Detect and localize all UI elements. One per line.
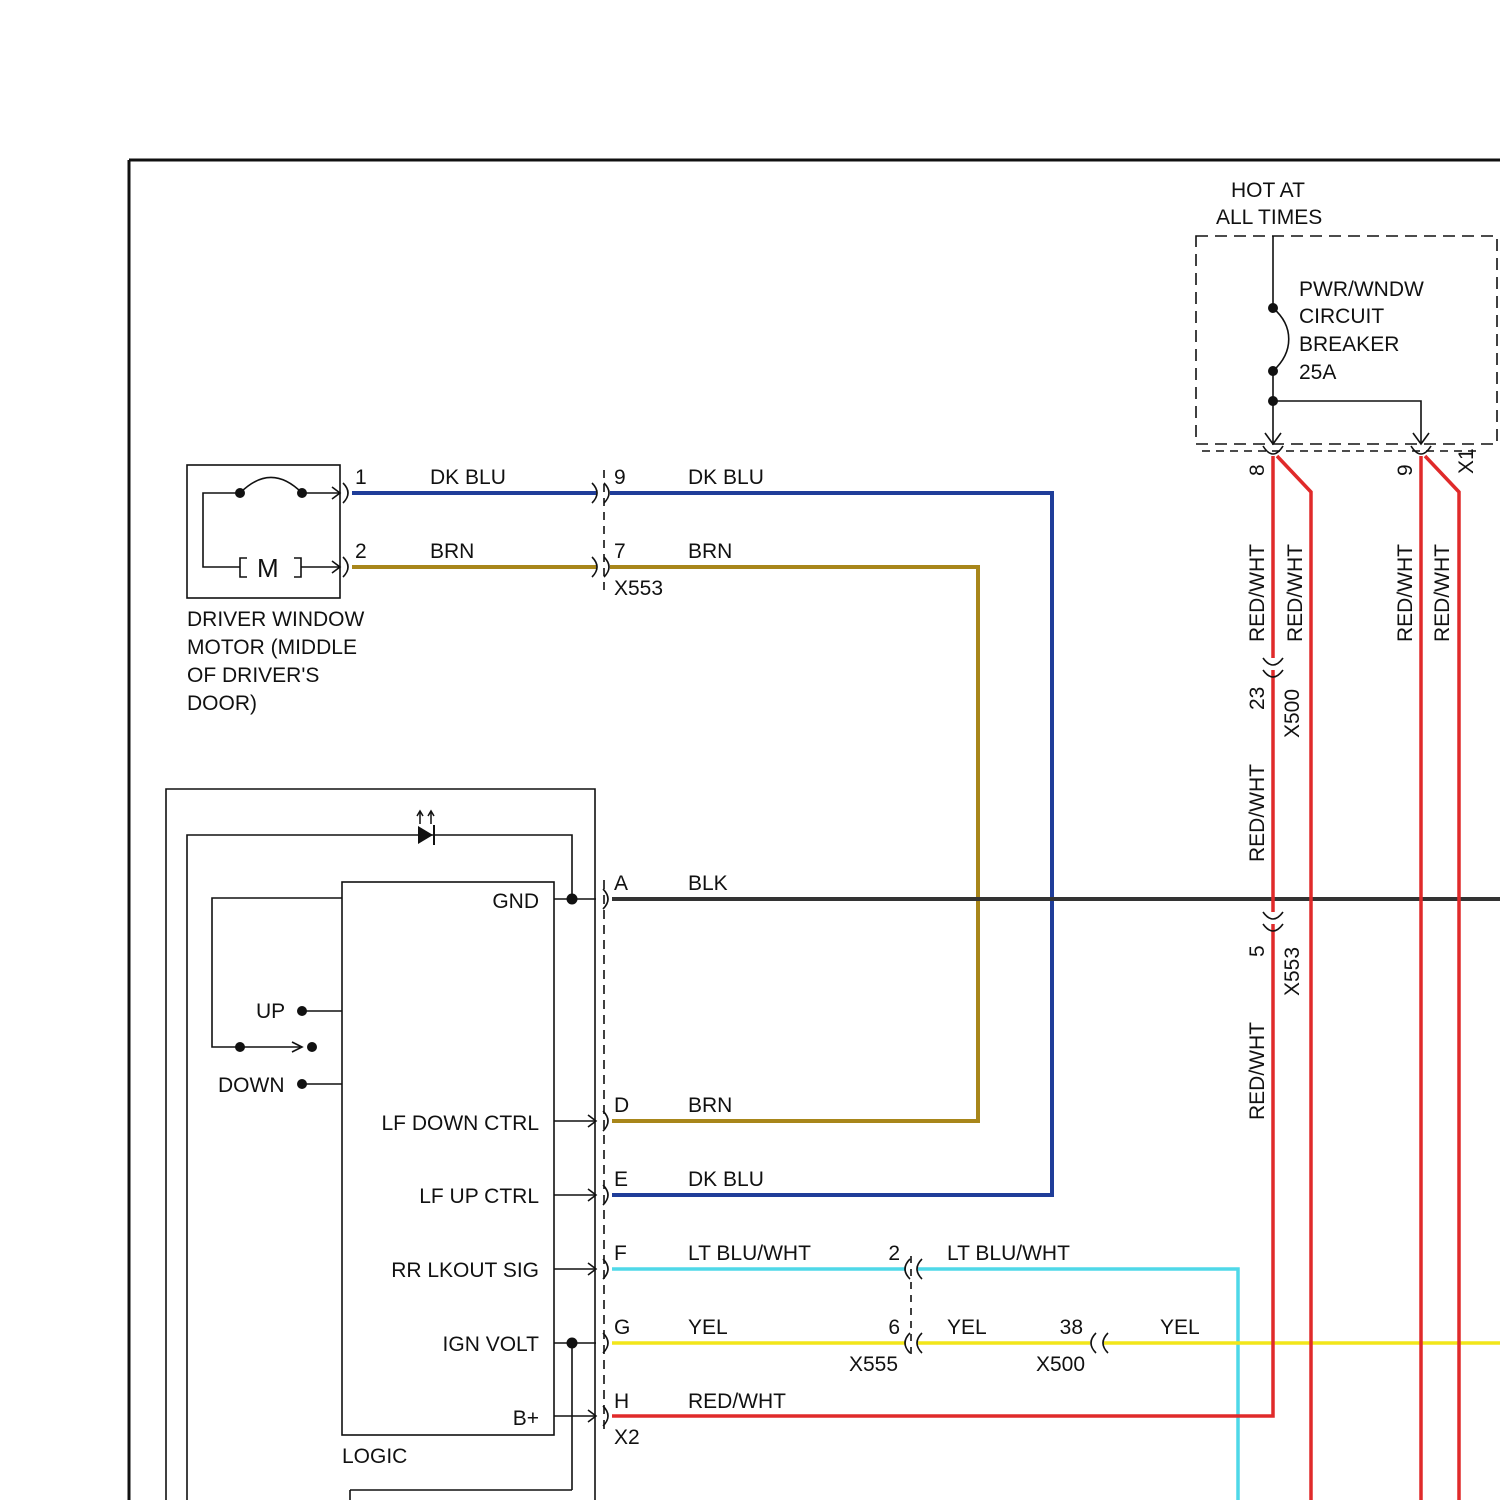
x500-vertical-label: X500 <box>1281 689 1304 738</box>
wire-label-yel-3: YEL <box>1160 1316 1200 1339</box>
all-times-label: ALL TIMES <box>1216 206 1322 229</box>
red-wht-label-5: RED/WHT <box>1246 764 1269 862</box>
x2-pin-a: A <box>614 872 628 895</box>
motor-name-line-4: DOOR) <box>187 692 257 715</box>
lf-down-ctrl-label: LF DOWN CTRL <box>382 1112 540 1135</box>
red-wht-label-3: RED/WHT <box>1394 544 1417 642</box>
x1-pin-8: 8 <box>1246 464 1269 476</box>
wire-label-lt-blu-wht-2: LT BLU/WHT <box>947 1242 1070 1265</box>
x2-pin-h: H <box>614 1390 629 1413</box>
motor-name-line-2: MOTOR (MIDDLE <box>187 636 357 659</box>
x500-pin-38: 38 <box>1060 1316 1083 1339</box>
red-wht-label-4: RED/WHT <box>1431 544 1454 642</box>
motor-pin-1: 1 <box>355 466 367 489</box>
wire-lt-blu-wht <box>612 1269 1238 1500</box>
x553-top-label: X553 <box>614 577 663 600</box>
b-plus-label: B+ <box>513 1407 539 1430</box>
x500-pin-23: 23 <box>1246 687 1269 710</box>
x2-pin-d: D <box>614 1094 629 1117</box>
switch-logic-label: LOGIC <box>342 1445 407 1468</box>
breaker-rating: 25A <box>1299 361 1336 384</box>
x553-pin-9: 9 <box>614 466 626 489</box>
connector-x1 <box>1202 446 1480 454</box>
switch-down-label: DOWN <box>218 1074 285 1097</box>
connector-x555 <box>905 1256 922 1356</box>
wire-label-dk-blu-1: DK BLU <box>430 466 506 489</box>
motor-pin-2: 2 <box>355 540 367 563</box>
motor-switch-contacts <box>235 488 307 498</box>
wire-label-brn-3: BRN <box>688 1094 732 1117</box>
wire-label-yel-2: YEL <box>947 1316 987 1339</box>
x500-yel-label: X500 <box>1036 1353 1085 1376</box>
wire-label-brn-2: BRN <box>688 540 732 563</box>
wire-label-brn-1: BRN <box>430 540 474 563</box>
wire-label-dk-blu-3: DK BLU <box>688 1168 764 1191</box>
red-wht-label-1: RED/WHT <box>1246 544 1269 642</box>
x2-pin-g: G <box>614 1316 630 1339</box>
wire-label-dk-blu-2: DK BLU <box>688 466 764 489</box>
red-wht-label-6: RED/WHT <box>1246 1022 1269 1120</box>
rr-lkout-sig-label: RR LKOUT SIG <box>391 1259 539 1282</box>
motor-name-line-1: DRIVER WINDOW <box>187 608 365 631</box>
wire-brn <box>352 567 978 1121</box>
x553-pin-5: 5 <box>1246 945 1269 957</box>
wire-dk-blu <box>352 493 1052 1195</box>
red-wht-label-2: RED/WHT <box>1284 544 1307 642</box>
breaker-label-line-2: CIRCUIT <box>1299 305 1384 328</box>
lf-up-ctrl-label: LF UP CTRL <box>419 1185 539 1208</box>
x2-connector-label: X2 <box>614 1426 640 1449</box>
x555-pin-2: 2 <box>888 1242 900 1265</box>
x2-pin-e: E <box>614 1168 628 1191</box>
motor-name-line-3: OF DRIVER'S <box>187 664 319 687</box>
wire-label-red-wht-h: RED/WHT <box>688 1390 786 1413</box>
switch-up-label: UP <box>256 1000 285 1023</box>
x1-connector-label: X1 <box>1455 448 1478 474</box>
led-diode-icon <box>417 811 434 845</box>
x555-label: X555 <box>849 1353 898 1376</box>
wire-label-lt-blu-wht-1: LT BLU/WHT <box>688 1242 811 1265</box>
connector-x2 <box>603 880 608 1430</box>
x555-pin-6: 6 <box>888 1316 900 1339</box>
diagram-frame <box>129 160 1500 1500</box>
breaker-label-line-3: BREAKER <box>1299 333 1399 356</box>
ign-volt-label: IGN VOLT <box>443 1333 540 1356</box>
x553-pin-7: 7 <box>614 540 626 563</box>
motor-symbol: M <box>257 553 279 583</box>
x1-pin-9: 9 <box>1394 464 1417 476</box>
wire-label-yel-1: YEL <box>688 1316 728 1339</box>
x2-pin-f: F <box>614 1242 627 1265</box>
connector-x553-top <box>592 470 609 590</box>
x553-vertical-label: X553 <box>1281 947 1304 996</box>
gnd-label: GND <box>492 890 539 913</box>
wire-label-blk: BLK <box>688 872 728 895</box>
hot-at-label: HOT AT <box>1231 179 1305 202</box>
breaker-label-line-1: PWR/WNDW <box>1299 278 1424 301</box>
